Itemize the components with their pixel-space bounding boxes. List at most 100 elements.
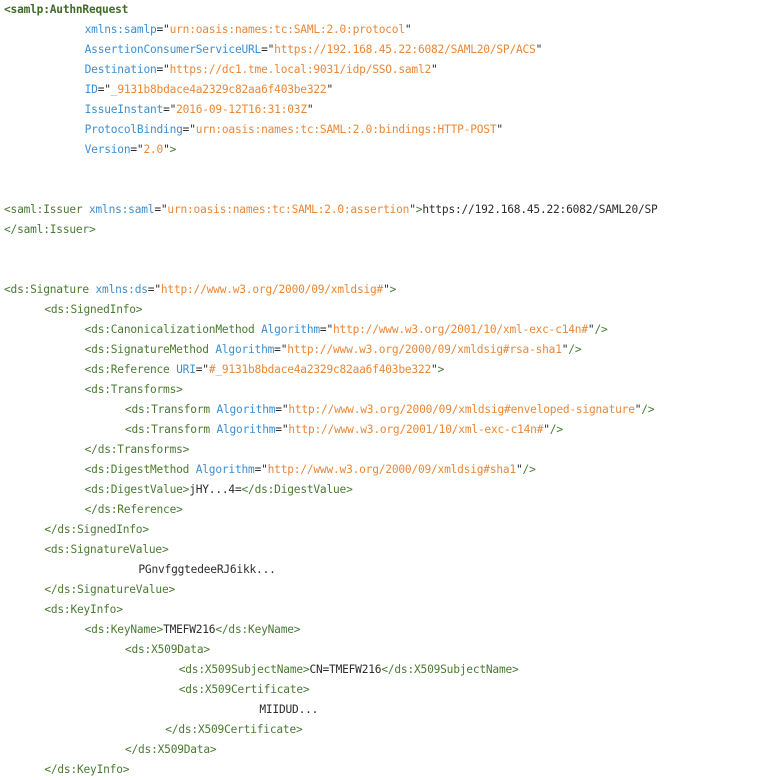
xml-token-punct: " <box>326 83 333 96</box>
xml-line: <ds:SignatureMethod Algorithm="http://ww… <box>0 340 758 360</box>
xml-line: <ds:Signature xmlns:ds="http://www.w3.or… <box>0 280 758 300</box>
xml-line: </ds:SignatureValue> <box>0 580 758 600</box>
xml-token-tag: <ds:SignatureMethod <box>84 343 216 356</box>
xml-line: <ds:Transform Algorithm="http://www.w3.o… <box>0 420 758 440</box>
xml-token-tag: /> <box>549 423 563 436</box>
xml-token-val: http://www.w3.org/2001/10/xml-exc-c14n# <box>288 423 544 436</box>
xml-token-tag: </ds:SignedInfo> <box>44 523 149 536</box>
xml-token-val: urn:oasis:names:tc:SAML:2.0:protocol <box>169 23 405 36</box>
xml-token-tag: <ds:X509Certificate> <box>178 683 310 696</box>
xml-token-val: _9131b8bdace4a2329c82aa6f403be322 <box>110 83 327 96</box>
xml-token-val: https://dc1.tme.local:9031/idp/SSO.saml2 <box>169 63 432 76</box>
xml-token-punct: " <box>535 43 543 56</box>
xml-token-attr: Algorithm <box>216 423 276 436</box>
xml-line: </ds:X509Certificate> <box>0 720 758 740</box>
xml-line: <ds:KeyInfo> <box>0 600 758 620</box>
xml-token-punct: =" <box>182 123 196 136</box>
xml-line: <ds:DigestMethod Algorithm="http://www.w… <box>0 460 758 480</box>
xml-line: <ds:Transforms> <box>0 380 758 400</box>
xml-token-tag: <ds:CanonicalizationMethod <box>84 323 262 336</box>
xml-token-tag: <ds:Transform <box>124 423 217 436</box>
xml-token-punct: =" <box>261 43 275 56</box>
xml-token-attr: Destination <box>84 63 157 76</box>
xml-line: AssertionConsumerServiceURL="https://192… <box>0 40 758 60</box>
xml-token-punct: " <box>634 403 642 416</box>
xml-line: <ds:CanonicalizationMethod Algorithm="ht… <box>0 320 758 340</box>
xml-token-tag: <ds:Transforms> <box>84 383 183 396</box>
xml-token-tag: </ds:X509Certificate> <box>165 723 303 736</box>
xml-token-punct: " <box>383 283 390 296</box>
xml-token-tag: </ds:Transforms> <box>84 443 190 456</box>
xml-token-tag: </ds:KeyName> <box>215 623 301 636</box>
xml-line: </ds:SignedInfo> <box>0 520 758 540</box>
xml-token-tag: <saml:Issuer <box>4 203 89 216</box>
xml-token-punct: =" <box>275 403 289 416</box>
xml-token-punct: =" <box>274 343 288 356</box>
xml-line: ProtocolBinding="urn:oasis:names:tc:SAML… <box>0 120 758 140</box>
xml-line: </ds:KeyInfo> <box>0 760 758 780</box>
xml-token-attr: Algorithm <box>216 403 276 416</box>
xml-token-tag: > <box>437 363 445 376</box>
xml-token-text: MIIDUD... <box>259 703 319 716</box>
xml-token-punct: =" <box>275 423 289 436</box>
xml-token-text: https://192.168.45.22:6082/SAML20/SP <box>422 203 658 216</box>
xml-token-punct: =" <box>156 23 170 36</box>
xml-token-tag: </ds:KeyInfo> <box>44 763 130 776</box>
xml-line: Destination="https://dc1.tme.local:9031/… <box>0 60 758 80</box>
xml-token-val: http://www.w3.org/2000/09/xmldsig# <box>160 283 384 296</box>
xml-line: <ds:SignatureValue> <box>0 540 758 560</box>
xml-token-punct: =" <box>156 63 170 76</box>
xml-blank-line <box>0 240 758 260</box>
xml-line: xmlns:samlp="urn:oasis:names:tc:SAML:2.0… <box>0 20 758 40</box>
xml-line: </ds:Reference> <box>0 500 758 520</box>
xml-token-val: 2016-09-12T16:31:03Z <box>176 103 307 116</box>
xml-line: <ds:SignedInfo> <box>0 300 758 320</box>
xml-line: </saml:Issuer> <box>0 220 758 240</box>
xml-token-punct: " <box>409 203 416 216</box>
xml-token-tag: > <box>169 143 177 156</box>
xml-token-val: #_9131b8bdace4a2329c82aa6f403be322 <box>208 363 432 376</box>
xml-token-val: http://www.w3.org/2000/09/xmldsig#envelo… <box>288 403 635 416</box>
xml-blank-line <box>0 180 758 200</box>
xml-token-attr: ID <box>84 83 98 96</box>
xml-token-punct: " <box>404 23 412 36</box>
xml-line: <ds:X509Certificate> <box>0 680 758 700</box>
xml-token-val: 2.0 <box>143 143 164 156</box>
xml-token-tag: <ds:KeyInfo> <box>44 603 123 616</box>
xml-token-tag: /> <box>641 403 655 416</box>
xml-token-val: http://www.w3.org/2001/10/xml-exc-c14n# <box>333 323 588 336</box>
xml-token-punct: =" <box>319 323 333 336</box>
xml-token-text: TMEFW216 <box>163 623 216 636</box>
xml-blank-line <box>0 260 758 280</box>
xml-token-attr: URI <box>176 363 196 376</box>
xml-line: <saml:Issuer xmlns:saml="urn:oasis:names… <box>0 200 758 220</box>
xml-line: ID="_9131b8bdace4a2329c82aa6f403be322" <box>0 80 758 100</box>
xml-token-punct: " <box>431 363 438 376</box>
xml-token-attr: Version <box>84 143 131 156</box>
xml-token-punct: =" <box>163 103 177 116</box>
xml-token-attr: ProtocolBinding <box>84 123 183 136</box>
xml-token-tag: /> <box>594 323 608 336</box>
xml-blank-line <box>0 160 758 180</box>
xml-token-punct: =" <box>97 83 111 96</box>
xml-token-punct: " <box>431 63 438 76</box>
xml-token-tag: </ds:X509Data> <box>124 743 217 756</box>
xml-token-punct: =" <box>195 363 209 376</box>
xml-token-text: CN=TMEFW216 <box>309 663 382 676</box>
xml-line: <samlp:AuthnRequest <box>0 0 758 20</box>
xml-token-attr: xmlns:ds <box>95 283 148 296</box>
xml-token-val: http://www.w3.org/2000/09/xmldsig#rsa-sh… <box>287 343 562 356</box>
xml-token-val: urn:oasis:names:tc:SAML:2.0:bindings:HTT… <box>195 123 497 136</box>
xml-token-punct: " <box>543 423 550 436</box>
xml-token-attr: xmlns:samlp <box>84 23 157 36</box>
xml-line: <ds:X509Data> <box>0 640 758 660</box>
xml-line: MIIDUD... <box>0 700 758 720</box>
xml-token-punct: =" <box>147 283 161 296</box>
xml-line: <ds:Reference URI="#_9131b8bdace4a2329c8… <box>0 360 758 380</box>
xml-token-punct: =" <box>154 203 168 216</box>
xml-token-attr: Algorithm <box>261 323 320 336</box>
xml-token-punct: " <box>306 103 314 116</box>
xml-token-tag: /> <box>522 463 536 476</box>
xml-token-tag: /> <box>568 343 582 356</box>
